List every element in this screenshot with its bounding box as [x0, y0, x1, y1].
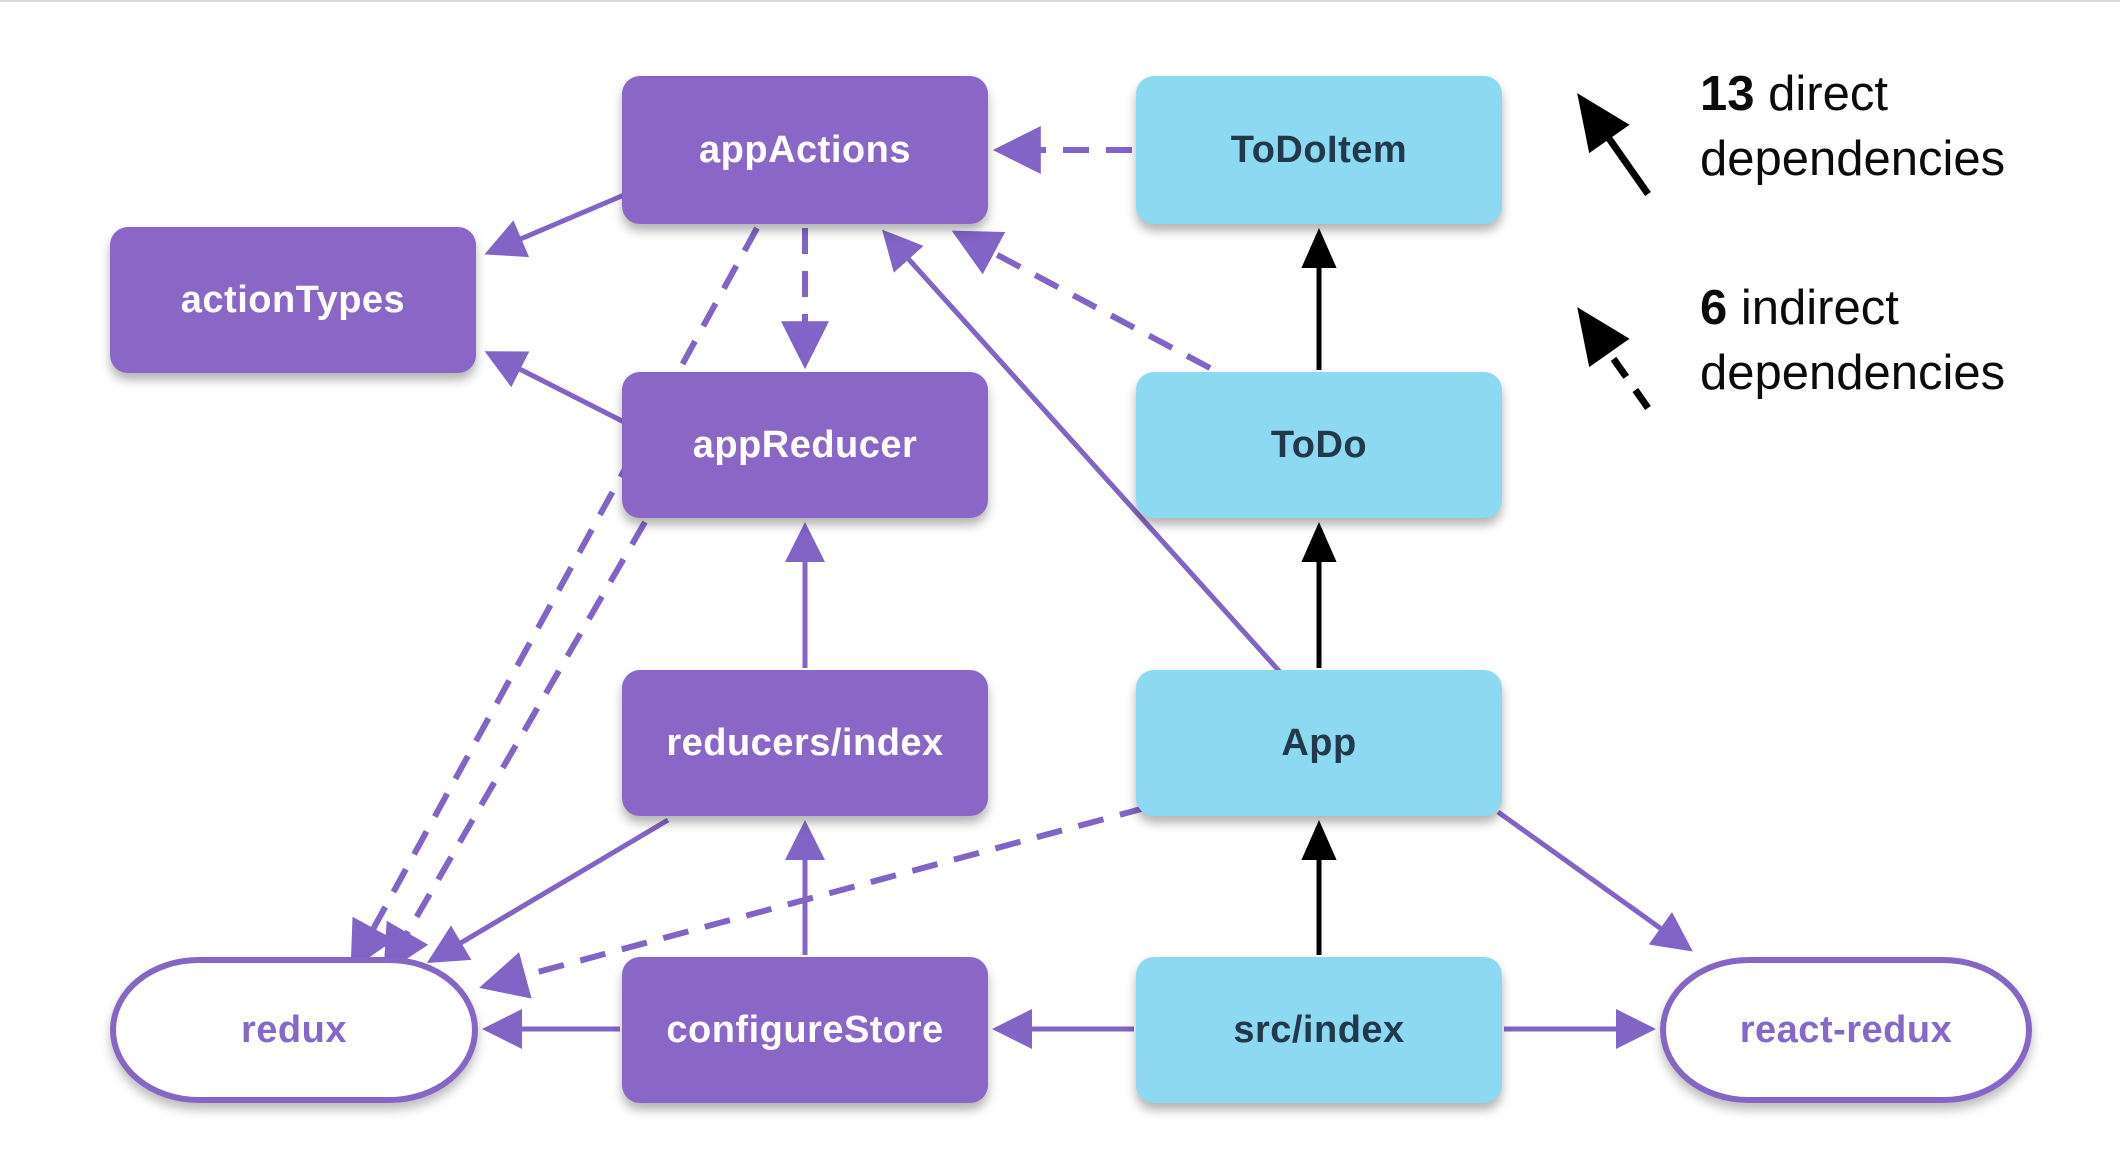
node-appReducer[interactable]: appReducer	[622, 372, 988, 518]
edge-appActions-actionTypes	[484, 192, 625, 258]
node-label: src/index	[1233, 1008, 1405, 1051]
node-reactRedux[interactable]: react-redux	[1660, 957, 2032, 1103]
node-ToDo[interactable]: ToDo	[1136, 372, 1502, 518]
edge-appReducer-redux	[383, 520, 648, 975]
legend-item-solid: 13 direct dependencies	[1560, 62, 2100, 202]
edge-ToDo-appActions	[951, 230, 1212, 371]
edge-App-redux	[479, 805, 1146, 999]
node-srcIndex[interactable]: src/index	[1136, 957, 1502, 1103]
node-label: redux	[241, 1008, 347, 1051]
node-label: configureStore	[666, 1008, 944, 1051]
edge-reducersIndex-redux	[426, 817, 670, 964]
solid-arrow-icon	[1577, 93, 1651, 197]
node-configureStore[interactable]: configureStore	[622, 957, 988, 1103]
node-label: appActions	[699, 128, 911, 171]
node-label: appReducer	[692, 423, 918, 466]
legend-label: indirect dependencies	[1700, 281, 2006, 400]
dashed-arrow-icon	[1577, 307, 1651, 411]
node-appActions[interactable]: appActions	[622, 76, 988, 224]
legend-item-dashed: 6 indirect dependencies	[1560, 276, 2100, 416]
legend-label: direct dependencies	[1700, 67, 2006, 186]
legend: 13 direct dependencies 6 indirect depende…	[1560, 62, 2100, 416]
node-label: ToDoItem	[1230, 128, 1408, 171]
edge-appActions-redux	[350, 226, 760, 971]
legend-count: 6	[1700, 281, 1728, 335]
node-label: reducers/index	[666, 721, 944, 764]
node-label: ToDo	[1270, 423, 1368, 466]
edge-App-appActions	[881, 229, 1282, 674]
node-ToDoItem[interactable]: ToDoItem	[1136, 76, 1502, 224]
node-App[interactable]: App	[1136, 670, 1502, 816]
node-reducersIndex[interactable]: reducers/index	[622, 670, 988, 816]
node-label: actionTypes	[180, 278, 406, 321]
edge-appReducer-actionTypes	[484, 351, 626, 425]
node-actionTypes[interactable]: actionTypes	[110, 227, 476, 373]
legend-count: 13	[1700, 67, 1755, 121]
edge-App-reactRedux	[1496, 809, 1693, 952]
node-redux[interactable]: redux	[110, 957, 478, 1103]
node-label: react-redux	[1739, 1008, 1953, 1051]
node-label: App	[1281, 721, 1357, 764]
